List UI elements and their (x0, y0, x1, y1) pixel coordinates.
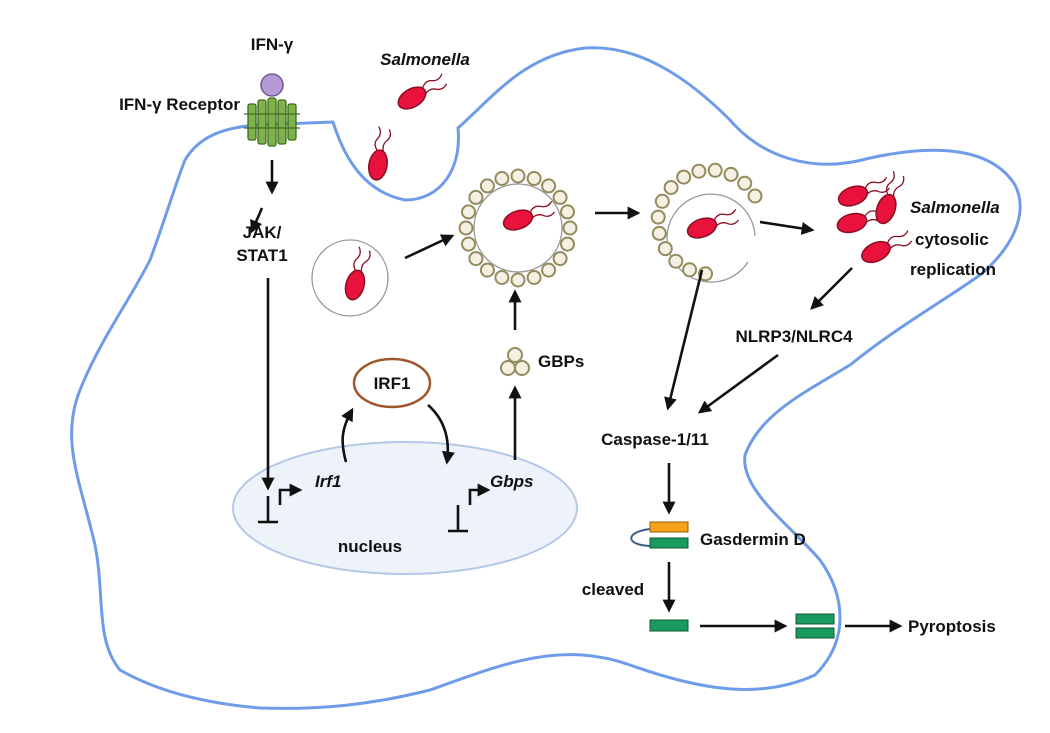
gasdermin-d-icon (630, 521, 689, 549)
ruptured-vacuole (666, 193, 756, 283)
gbp-bead (560, 204, 575, 220)
salmonella-bacterium-icon (393, 70, 451, 115)
gbp-bead-ring (458, 168, 578, 288)
gbp-bead (747, 188, 763, 204)
ifn-gamma-receptor-icon (244, 97, 300, 147)
gbp-bead (458, 220, 474, 236)
salmonella-bacterium-icon (871, 169, 909, 227)
cleaved-label: cleaved (582, 580, 644, 599)
gbp-bead (723, 166, 739, 182)
gbp-bead (526, 270, 542, 285)
gasdermin-n-fragment (649, 619, 689, 632)
irf1-protein (352, 357, 432, 409)
ifn-gamma-receptor-label: IFN-γ Receptor (119, 95, 240, 114)
gasdermin-pore-icon (795, 613, 835, 639)
gbp-bead (663, 180, 679, 195)
gbp-bead (479, 178, 495, 194)
cell-membrane (70, 46, 1022, 710)
nucleus-label: nucleus (338, 537, 402, 556)
irf1-protein-label: IRF1 (374, 374, 411, 393)
gbp-bead (560, 236, 575, 252)
gbp-bead (651, 225, 667, 241)
gbp-bead (676, 169, 692, 185)
gbp-bead (682, 262, 698, 278)
gbp-bead (468, 189, 484, 205)
gbp-bead (510, 272, 526, 288)
gbps-promoter-icon (448, 483, 491, 533)
gbp-bead (737, 175, 753, 191)
salmonella-bacterium-icon (857, 227, 915, 268)
salmonella-bacterium-icon (365, 125, 395, 183)
gbp-bead (468, 251, 484, 267)
gasdermin-d-label: Gasdermin D (700, 530, 806, 549)
gbp-bead (461, 236, 476, 252)
gbps-protein-label: GBPs (538, 352, 584, 371)
nucleus (232, 441, 578, 575)
gbp-bead (691, 163, 707, 179)
gbps-gene-label: Gbps (490, 472, 533, 491)
stat1-label: STAT1 (236, 246, 287, 265)
gbp-bead (461, 204, 476, 220)
jak-label: JAK/ (243, 223, 282, 242)
gbp-bead (657, 241, 673, 257)
gbp-bead (494, 171, 510, 186)
irf1-gene-label: Irf1 (315, 472, 341, 491)
gbp-bead-arc (650, 162, 763, 282)
pyroptosis-label: Pyroptosis (908, 617, 996, 636)
cytosolic-label: cytosolic (915, 230, 989, 249)
gbp-bead (650, 209, 666, 225)
salmonella-label: Salmonella (380, 50, 470, 69)
pathway-arrows (250, 160, 903, 633)
gbp-bead (494, 270, 510, 285)
caspase-label: Caspase-1/11 (601, 430, 709, 449)
gbp-bead (654, 193, 670, 209)
gbp-bead (541, 262, 557, 278)
ifn-gamma-ligand (260, 73, 284, 97)
replication-label: replication (910, 260, 996, 279)
gbp-bead (562, 220, 578, 236)
gbp-bead (526, 171, 542, 186)
gbp-bead (479, 262, 495, 278)
gbp-bead (707, 162, 723, 178)
gbp-bead (668, 253, 684, 269)
salmonella-cytosolic-label: Salmonella (910, 198, 1000, 217)
gbp-bead (552, 189, 568, 205)
irf1-promoter-icon (258, 483, 303, 524)
gbp-bead (510, 168, 526, 184)
gbps-cluster-icon (500, 347, 530, 376)
ifn-gamma-label: IFN-γ (251, 35, 294, 54)
gbp-bead (541, 178, 557, 194)
gbp-bead (552, 251, 568, 267)
nlrp3-nlrc4-label: NLRP3/NLRC4 (735, 327, 853, 346)
salmonella-bacterium-icon (684, 205, 742, 243)
